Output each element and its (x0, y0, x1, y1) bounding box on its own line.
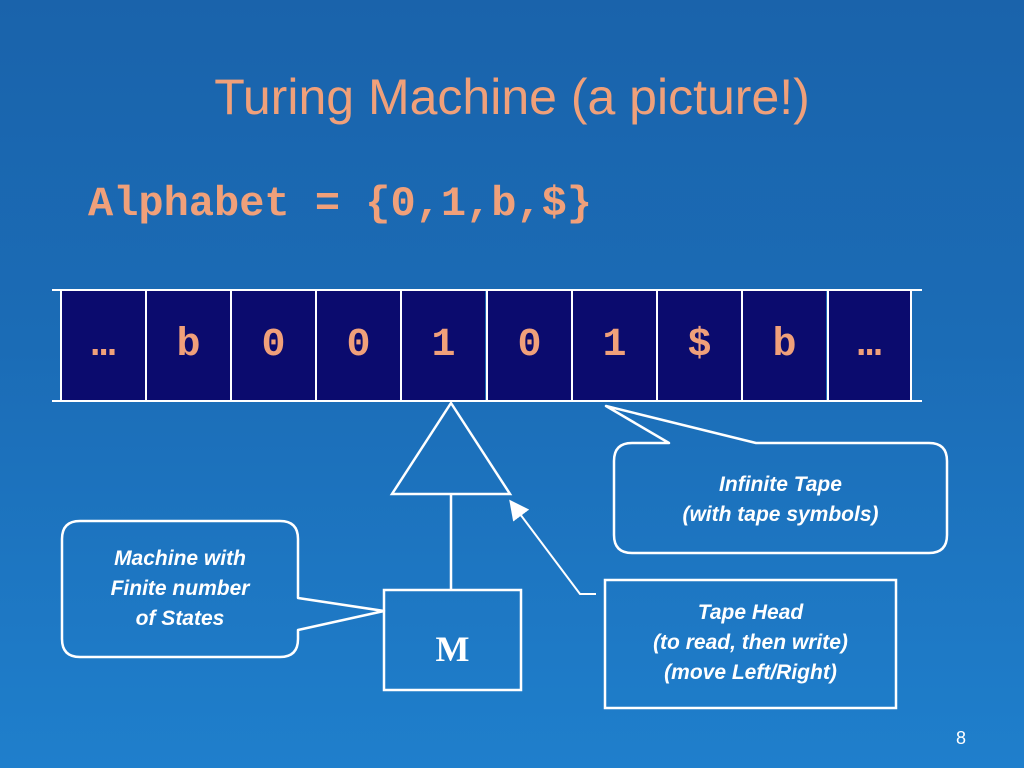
tape-cell: … (60, 291, 145, 400)
callout-tape-head-box (603, 578, 898, 710)
machine-box (382, 588, 523, 692)
page-number: 8 (955, 728, 966, 748)
tape-bottom-border (52, 400, 922, 402)
callout-finite-states-bubble (60, 519, 386, 659)
alphabet-definition: Alphabet = {0,1,b,$} (88, 180, 593, 228)
tape-cell: $ (656, 291, 741, 400)
tape-cell: 0 (230, 291, 315, 400)
callout-line: (to read, then write) (653, 631, 848, 654)
tape-head-arrow (509, 499, 596, 595)
callout-line: Infinite Tape (719, 473, 842, 496)
tape-cell: b (741, 291, 826, 400)
callout-line: Machine with (114, 547, 246, 570)
tape-cell: b (145, 291, 230, 400)
callout-line: (with tape symbols) (682, 503, 879, 526)
callout-infinite-tape-bubble (604, 404, 949, 555)
machine-label: M (435, 629, 470, 669)
callout-line: (move Left/Right) (664, 661, 837, 684)
tape-cell: 0 (486, 291, 571, 400)
callout-line: Tape Head (697, 601, 804, 624)
tape-cell: 1 (571, 291, 656, 400)
tape-cell: … (827, 291, 912, 400)
tape-cell: 0 (315, 291, 400, 400)
tape-head-triangle (389, 400, 513, 496)
slide-title: Turing Machine (a picture!) (214, 69, 810, 125)
tape-cell-head: 1 (400, 291, 485, 400)
callout-finite-states: Machine with Finite number of States (62, 544, 298, 634)
callout-tape-head: Tape Head (to read, then write) (move Le… (605, 598, 896, 688)
callout-line: Finite number (110, 577, 250, 600)
callout-line: of States (135, 607, 225, 630)
tape-top-border (52, 289, 922, 291)
callout-infinite-tape: Infinite Tape (with tape symbols) (614, 470, 947, 530)
